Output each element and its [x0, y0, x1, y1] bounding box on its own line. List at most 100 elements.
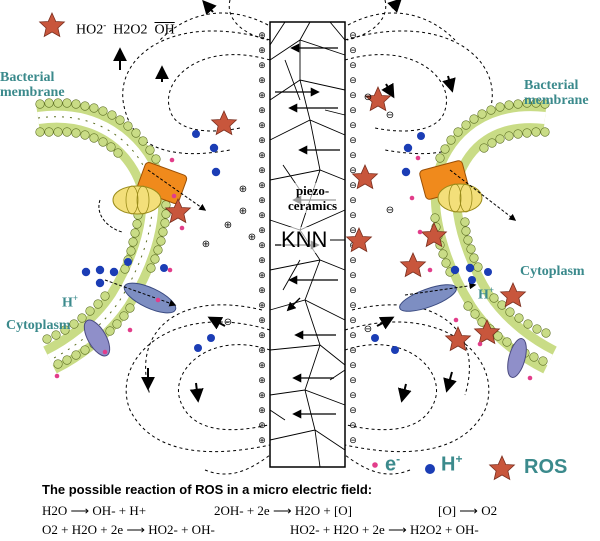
positive-charge: ⊕ — [258, 316, 266, 326]
label-h-plus-right: H+ — [478, 285, 495, 303]
electric-field-lines — [122, 0, 493, 475]
negative-charge: ⊖ — [349, 151, 357, 161]
negative-charge: ⊖ — [349, 301, 357, 311]
positive-charge: ⊕ — [258, 91, 266, 101]
ho2-species: HO2 — [76, 22, 104, 38]
svg-text:⊖: ⊖ — [364, 92, 372, 103]
positive-charge: ⊕ — [258, 31, 266, 41]
svg-text:⊕: ⊕ — [224, 220, 232, 231]
negative-charge: ⊖ — [349, 286, 357, 296]
label-bacterial-membrane-right: Bacterial membrane — [524, 78, 589, 108]
negative-charge: ⊖ — [349, 391, 357, 401]
reactions-title: The possible reaction of ROS in a micro … — [42, 482, 373, 497]
positive-charge: ⊕ — [258, 211, 266, 221]
positive-charge: ⊕ — [258, 361, 266, 371]
positive-charge: ⊕ — [258, 346, 266, 356]
negative-charge: ⊖ — [349, 361, 357, 371]
negative-charge: ⊖ — [349, 31, 357, 41]
legend-ros: ROS — [524, 456, 568, 478]
svg-text:⊖: ⊖ — [386, 110, 394, 121]
svg-text:⊖: ⊖ — [386, 205, 394, 216]
positive-charge: ⊕ — [258, 331, 266, 341]
reaction-4: O2 + H2O + 2e ⟶ HO2- + OH- — [42, 522, 215, 537]
positive-charge: ⊕ — [258, 301, 266, 311]
ros-star-legend-top — [39, 12, 65, 37]
ros-star-legend — [489, 455, 515, 480]
positive-charge: ⊕ — [258, 391, 266, 401]
positive-charge: ⊕ — [258, 241, 266, 251]
negative-charge: ⊖ — [349, 376, 357, 386]
positive-charge: ⊕ — [258, 181, 266, 191]
positive-charge: ⊕ — [258, 286, 266, 296]
negative-charge: ⊖ — [349, 106, 357, 116]
negative-charge: ⊖ — [349, 421, 357, 431]
negative-charge: ⊖ — [349, 346, 357, 356]
bacterial-membrane-left — [35, 98, 188, 374]
svg-text:⊕: ⊕ — [248, 232, 256, 243]
positive-charge: ⊕ — [258, 376, 266, 386]
positive-charge: ⊕ — [258, 46, 266, 56]
negative-charge: ⊖ — [349, 91, 357, 101]
label-cytoplasm-right: Cytoplasm — [520, 264, 585, 279]
positive-charge: ⊕ — [258, 151, 266, 161]
positive-charge: ⊕ — [258, 196, 266, 206]
svg-text:⊕: ⊕ — [239, 184, 247, 195]
positive-charge: ⊕ — [258, 121, 266, 131]
negative-charge: ⊖ — [349, 316, 357, 326]
positive-charge: ⊕ — [258, 166, 266, 176]
reaction-5: HO2- + H2O + 2e ⟶ H2O2 + OH- — [290, 522, 479, 537]
positive-charge: ⊕ — [258, 226, 266, 236]
svg-text:⊖: ⊖ — [224, 317, 232, 328]
positive-charge: ⊕ — [258, 406, 266, 416]
field-arrows — [113, 0, 457, 403]
h2o2-species: H2O2 — [113, 22, 148, 38]
positive-charge: ⊕ — [258, 436, 266, 446]
negative-charge: ⊖ — [349, 196, 357, 206]
pink-dots — [54, 155, 533, 468]
positive-charge: ⊕ — [258, 271, 266, 281]
electrons — [81, 130, 492, 474]
negative-charge: ⊖ — [349, 121, 357, 131]
positive-charge: ⊕ — [258, 61, 266, 71]
positive-charge: ⊕ — [258, 136, 266, 146]
positive-charge: ⊕ — [258, 76, 266, 86]
top-species: HO2- H2O2 OH — [76, 20, 175, 38]
label-bacterial-membrane-left: Bacterial membrane — [0, 70, 65, 100]
label-piezo-ceramics: piezo- ceramics — [288, 183, 338, 213]
label-h-plus-left: H+ — [62, 293, 79, 311]
label-cytoplasm-left: Cytoplasm — [6, 318, 71, 333]
svg-text:⊕: ⊕ — [202, 239, 210, 250]
svg-text:⊖: ⊖ — [364, 324, 372, 335]
positive-charge: ⊕ — [258, 106, 266, 116]
reaction-2: 2OH- + 2e ⟶ H2O + [O] — [214, 503, 353, 518]
legend-proton: H+ — [441, 452, 463, 476]
negative-charge: ⊖ — [349, 436, 357, 446]
legend-electron: e- — [385, 452, 401, 476]
proton-legend-dot — [425, 464, 435, 474]
negative-charge: ⊖ — [349, 181, 357, 191]
solution-charges: ⊕⊕⊕⊕⊕ ⊖⊖⊖⊖⊖ — [202, 92, 394, 335]
trajectory-arrows — [98, 169, 517, 307]
negative-charge: ⊖ — [349, 166, 357, 176]
negative-charge: ⊖ — [349, 211, 357, 221]
oh-species: OH — [154, 22, 175, 38]
reaction-1: H2O ⟶ OH- + H+ — [42, 503, 147, 518]
negative-charge: ⊖ — [349, 256, 357, 266]
negative-charge: ⊖ — [349, 46, 357, 56]
svg-text:⊕: ⊕ — [239, 206, 247, 217]
reaction-3: [O] ⟶ O2 — [438, 503, 498, 518]
bacterial-membrane-right — [399, 98, 557, 378]
negative-charge: ⊖ — [349, 331, 357, 341]
surface-charges: ⊕ ⊖ ⊕ ⊖ ⊕ ⊖ ⊕ ⊖ ⊕ ⊖ ⊕ ⊖ ⊕ ⊖ ⊕ ⊖ ⊕ ⊖ ⊕ ⊖ ⊕ ⊖ ⊕ ⊖ ⊕ ⊖ ⊕ ⊖ ⊕ ⊖ ⊕ ⊖ ⊕ ⊖ ⊕ ⊖ ⊕ ⊖ ⊕ ⊖… — [258, 31, 357, 446]
negative-charge: ⊖ — [349, 76, 357, 86]
negative-charge: ⊖ — [349, 271, 357, 281]
electron-legend-dot — [372, 462, 378, 468]
positive-charge: ⊕ — [258, 256, 266, 266]
label-knn: KNN — [281, 227, 328, 253]
positive-charge: ⊕ — [258, 421, 266, 431]
negative-charge: ⊖ — [349, 226, 357, 236]
negative-charge: ⊖ — [349, 136, 357, 146]
negative-charge: ⊖ — [349, 406, 357, 416]
negative-charge: ⊖ — [349, 61, 357, 71]
